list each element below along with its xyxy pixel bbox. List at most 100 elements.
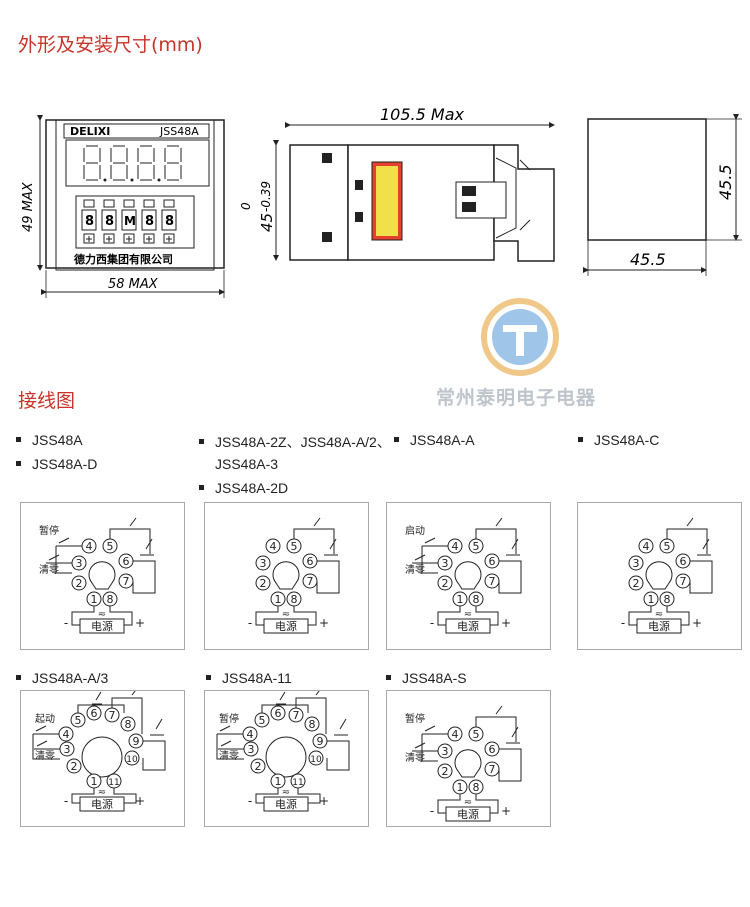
pin-label-2: 2: [633, 577, 640, 590]
pin-label-11: 11: [108, 778, 119, 788]
label-jss48a-s: JSS48A-S: [386, 670, 467, 686]
pin-label-3: 3: [76, 557, 83, 570]
label-jss48a-a: JSS48A-A: [394, 432, 475, 448]
pin-label-7: 7: [123, 575, 130, 588]
power-wire-plus: [475, 606, 499, 626]
contact-icon: [128, 686, 139, 699]
plus-label: +: [501, 616, 511, 630]
pin-label-9: 9: [133, 735, 140, 748]
pin-label-5: 5: [291, 540, 298, 553]
power-wire-plus: [293, 606, 317, 626]
input-label-pause: 暂停: [219, 712, 239, 725]
cutout-width-dim: 45.5: [630, 250, 666, 269]
label-text: JSS48A-C: [594, 432, 660, 448]
pin-label-5: 5: [473, 540, 480, 553]
ac-symbol: ≂: [282, 609, 290, 620]
front-view: DELIXI JSS48A 8 8 M 8 8 德力西集团有限公司: [21, 115, 225, 298]
dial-digit-3: M: [124, 214, 136, 228]
label-text: JSS48A-A/3: [32, 670, 109, 686]
input-label-reset: 清零: [219, 749, 239, 762]
watermark-text: 常州泰明电子电器: [436, 387, 597, 409]
bullet-icon: [199, 484, 204, 490]
output-wiring: [142, 740, 166, 771]
pin-label-1: 1: [648, 593, 655, 606]
input-label-start_alt: 起动: [35, 713, 55, 725]
power-supply-box: [263, 796, 309, 812]
plus-label: +: [135, 616, 145, 630]
contact-icon: [312, 686, 323, 699]
pin-2: [628, 575, 644, 591]
common-wire: [111, 697, 143, 734]
contact-icon: [492, 705, 503, 718]
label-jss48a: JSS48A: [16, 432, 83, 448]
power-supply-box: [79, 618, 125, 634]
pin-label-8: 8: [107, 593, 114, 606]
pin-2: [250, 758, 266, 774]
maker-name: 德力西集团有限公司: [73, 252, 173, 266]
socket-key-icon: [454, 749, 482, 778]
power-supply-box: [636, 618, 682, 634]
bullet-icon: [578, 436, 583, 442]
tolerance-lower: -0.39: [259, 181, 273, 212]
input-label-pause: 暂停: [39, 524, 59, 537]
pin-label-2: 2: [442, 765, 449, 778]
input-switch-icon: [414, 537, 436, 561]
input-label-pause: 暂停: [405, 712, 425, 725]
label-col2-line3: JSS48A-2D: [199, 480, 288, 496]
relay-contact-icon: [140, 538, 154, 556]
output-wiring: [689, 560, 713, 594]
dimension-drawings: DELIXI JSS48A 8 8 M 8 8 德力西集团有限公司: [21, 105, 742, 376]
relay-contact-icon: [506, 538, 520, 556]
power-wire-minus: [71, 788, 95, 804]
power-wire-minus: [628, 606, 652, 626]
pin-label-2: 2: [255, 760, 262, 773]
pin-label-1: 1: [91, 593, 98, 606]
contact-icon: [310, 517, 321, 530]
contact-icon: [683, 517, 694, 530]
power-wire-plus: [297, 788, 321, 804]
thumbwheel-switches: [81, 199, 177, 244]
pin-label-8: 8: [125, 718, 132, 731]
minus-label: -: [64, 616, 68, 630]
input-label-reset: 清零: [405, 563, 425, 576]
output-wiring: [132, 560, 156, 594]
tolerance-upper: 0: [239, 202, 253, 210]
bullet-icon: [16, 460, 21, 466]
plus-label: +: [319, 794, 329, 808]
contact-icon: [126, 517, 137, 530]
input-label-reset: 清零: [405, 751, 425, 764]
dimensions-title: 外形及安装尺寸(mm): [18, 34, 203, 56]
output-wiring: [498, 560, 522, 594]
pin-label-7: 7: [293, 709, 300, 722]
wiring-title: 接线图: [18, 390, 76, 412]
side-height-dim: 45: [258, 213, 276, 232]
power-supply-box: [445, 806, 491, 822]
socket-key-icon: [81, 736, 123, 778]
pin-label-4: 4: [247, 728, 254, 741]
front-model: JSS48A: [159, 125, 199, 138]
pin-label-7: 7: [109, 709, 116, 722]
pin-label-3: 3: [442, 745, 449, 758]
socket-key-icon: [272, 561, 300, 590]
label-text: JSS48A-2D: [215, 480, 289, 496]
minus-label: -: [430, 804, 434, 818]
power-label: 电源: [457, 807, 479, 821]
pin-2: [437, 763, 453, 779]
pin-label-6: 6: [680, 555, 687, 568]
pin-10: [308, 750, 324, 766]
power-label: 电源: [275, 619, 297, 633]
pin-label-2: 2: [76, 577, 83, 590]
input-label-start: 启动: [405, 524, 425, 537]
pin-label-2: 2: [442, 577, 449, 590]
label-text: JSS48A-A: [410, 432, 475, 448]
pin-label-5: 5: [107, 540, 114, 553]
side-length-dim: 105.5 Max: [380, 105, 465, 124]
